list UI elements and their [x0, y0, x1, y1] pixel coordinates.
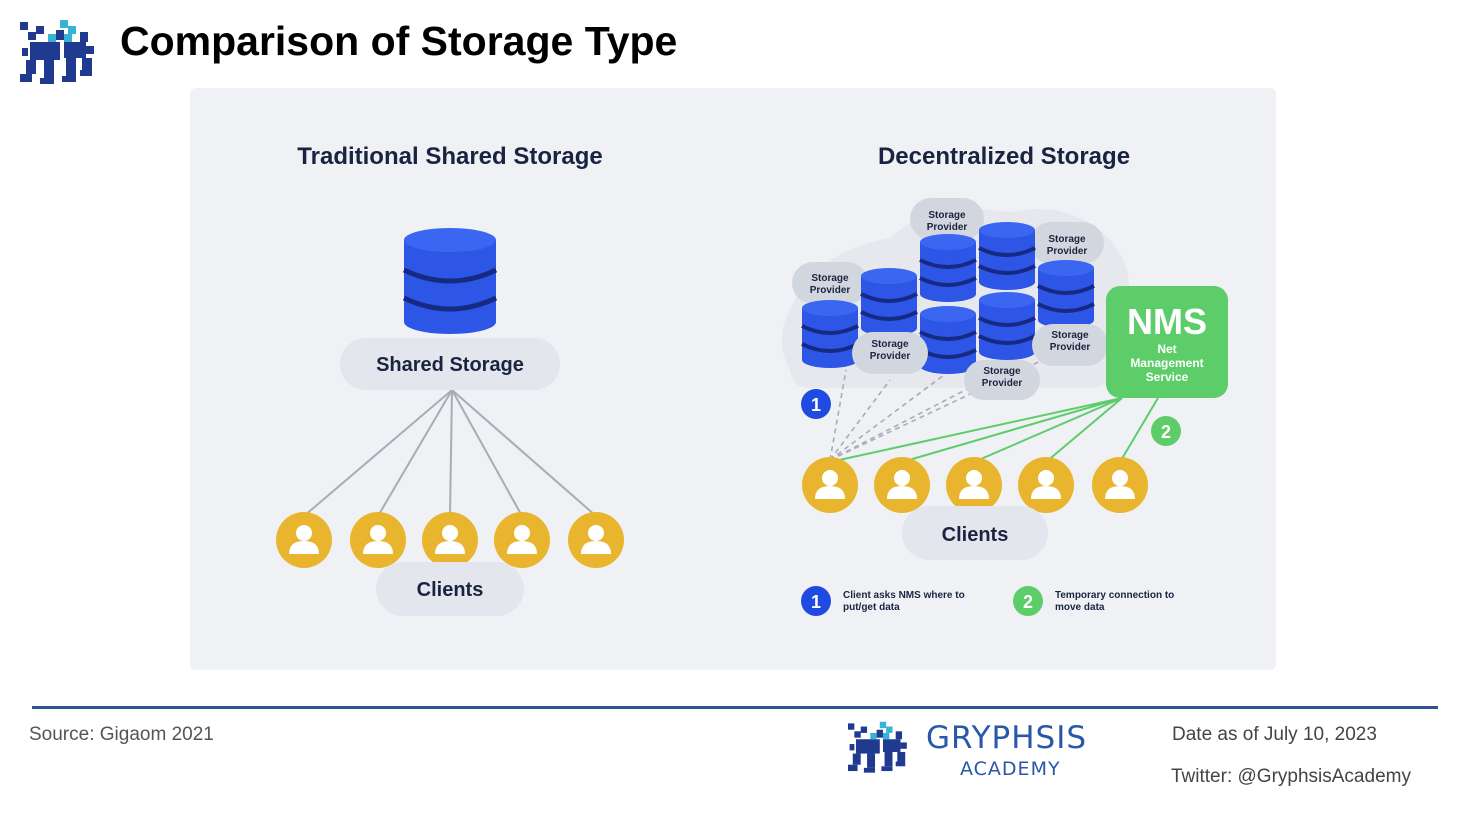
legend-item-2: 2 Temporary connection to move data	[1013, 586, 1174, 616]
storage-provider-pill: Storage Provider	[964, 360, 1040, 400]
nms-to-client-green-lines	[829, 397, 1159, 463]
svg-text:Provider: Provider	[870, 351, 911, 362]
storage-provider-database-icon	[1036, 258, 1096, 330]
svg-text:Storage: Storage	[811, 273, 849, 284]
step-1-badge: 1	[801, 389, 831, 419]
storage-provider-database-icon	[977, 290, 1037, 362]
svg-text:1: 1	[811, 395, 821, 415]
client-user-icon	[1092, 457, 1148, 513]
storage-provider-pill: Storage Provider	[852, 332, 928, 374]
svg-text:Client asks NMS where to: Client asks NMS where to	[843, 590, 965, 601]
date-note: Date as of July 10, 2023	[1172, 724, 1377, 745]
footer-divider	[32, 706, 1438, 709]
right-clients-label: Clients	[942, 524, 1009, 546]
client-user-icon	[874, 457, 930, 513]
svg-text:Net: Net	[1157, 342, 1176, 356]
storage-provider-pill: Storage Provider	[1032, 324, 1108, 366]
traditional-heading: Traditional Shared Storage	[297, 143, 602, 170]
brand-subtitle: ACADEMY	[960, 758, 1061, 780]
client-user-icon	[422, 512, 478, 568]
shared-storage-database-icon	[404, 228, 496, 334]
page-title: Comparison of Storage Type	[120, 18, 678, 64]
storage-provider-database-icon	[859, 266, 919, 338]
gryphsis-logo-icon	[20, 20, 94, 84]
svg-text:Temporary connection to: Temporary connection to	[1055, 590, 1174, 601]
svg-text:Service: Service	[1146, 370, 1189, 384]
svg-text:Provider: Provider	[927, 222, 968, 233]
storage-provider-pill: Storage Provider	[1030, 222, 1104, 264]
svg-text:2: 2	[1161, 422, 1171, 442]
svg-text:Provider: Provider	[982, 378, 1023, 389]
step-2-badge: 2	[1151, 416, 1181, 446]
svg-text:put/get data: put/get data	[843, 602, 900, 613]
svg-text:Provider: Provider	[1047, 246, 1088, 257]
storage-provider-database-icon	[918, 304, 978, 376]
client-user-icon	[802, 457, 858, 513]
shared-storage-pill	[340, 338, 560, 390]
twitter-handle: Twitter: @GryphsisAcademy	[1171, 766, 1411, 787]
client-user-icon	[946, 457, 1002, 513]
svg-text:Storage: Storage	[983, 366, 1021, 377]
client-user-icon	[1018, 457, 1074, 513]
storage-provider-pill: Storage Provider	[910, 198, 984, 240]
diagram-panel: Traditional Shared Storage Shared Storag…	[190, 88, 1276, 670]
svg-text:Provider: Provider	[1050, 342, 1091, 353]
nms-box: NMS Net Management Service	[1106, 286, 1228, 398]
left-clients	[276, 512, 624, 568]
decentralized-heading: Decentralized Storage	[878, 143, 1130, 170]
svg-text:2: 2	[1023, 592, 1033, 612]
right-clients-pill	[902, 506, 1048, 560]
storage-provider-database-icon	[977, 220, 1037, 292]
svg-text:Storage: Storage	[1048, 234, 1086, 245]
right-clients	[802, 457, 1148, 513]
svg-text:Storage: Storage	[928, 210, 966, 221]
shared-storage-label: Shared Storage	[376, 354, 524, 376]
svg-text:Management: Management	[1130, 356, 1203, 370]
client-user-icon	[568, 512, 624, 568]
svg-text:move data: move data	[1055, 602, 1105, 613]
client-user-icon	[350, 512, 406, 568]
brand-name: GRYPHSIS	[926, 720, 1088, 756]
svg-text:Storage: Storage	[871, 339, 909, 350]
client-user-icon	[494, 512, 550, 568]
left-clients-pill	[376, 562, 524, 616]
svg-text:Provider: Provider	[810, 285, 851, 296]
storage-provider-database-icon	[918, 232, 978, 304]
svg-text:1: 1	[811, 592, 821, 612]
legend-item-1: 1 Client asks NMS where to put/get data	[801, 586, 965, 616]
storage-provider-database-icon	[800, 298, 860, 370]
gryphsis-brand-logo-icon	[848, 721, 907, 773]
client-user-icon	[276, 512, 332, 568]
left-connector-lines	[303, 389, 597, 517]
left-clients-label: Clients	[417, 579, 484, 601]
svg-text:Storage: Storage	[1051, 330, 1089, 341]
nms-abbr: NMS	[1127, 301, 1207, 342]
storage-provider-pill: Storage Provider	[792, 262, 868, 304]
storage-diagram: Traditional Shared Storage Shared Storag…	[276, 143, 1228, 616]
source-note: Source: Gigaom 2021	[29, 724, 214, 745]
